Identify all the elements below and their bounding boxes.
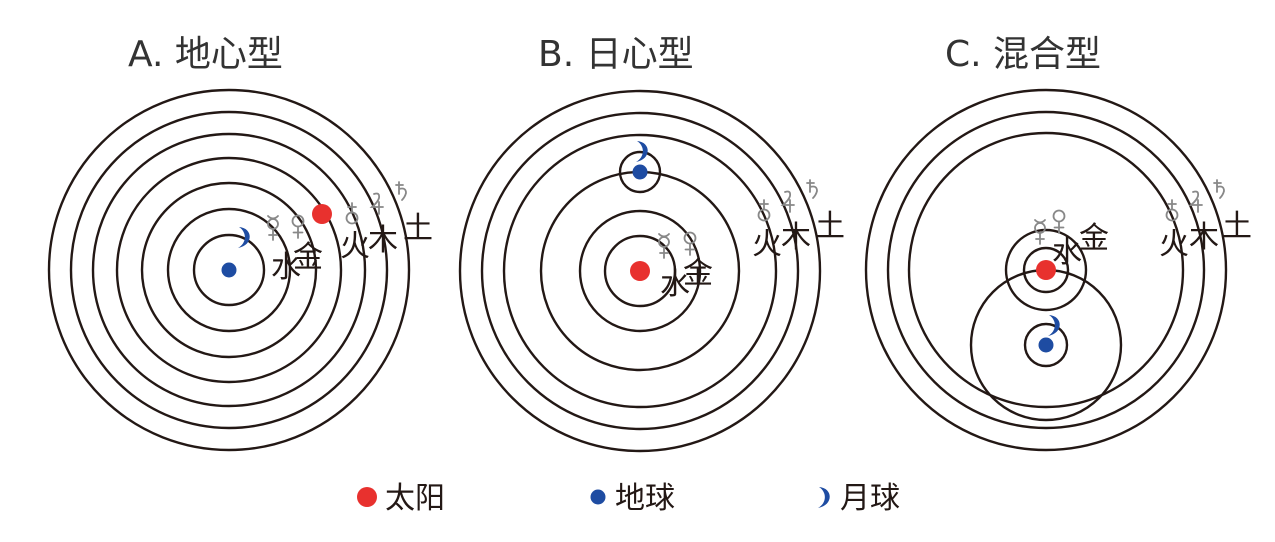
mercury-symbol-icon xyxy=(267,215,279,241)
sun-marker xyxy=(312,204,332,224)
sun-marker xyxy=(630,261,650,281)
panel-b-heliocentric: 水 金 火 木 土 xyxy=(458,89,845,453)
legend-sun-marker xyxy=(357,487,377,507)
saturn-symbol-icon xyxy=(1213,179,1225,199)
orbit-ring xyxy=(115,156,343,384)
panel-a-title: A. 地心型 xyxy=(128,34,283,75)
orbit-ring xyxy=(907,131,1185,409)
orbit-ring xyxy=(480,111,800,431)
sun-marker xyxy=(1036,260,1056,280)
panel-a-geocentric: 水 金 火 木 土 xyxy=(47,88,433,452)
saturn-label: 土 xyxy=(403,211,433,246)
earth-marker xyxy=(1038,337,1054,353)
saturn-label: 土 xyxy=(815,209,845,244)
mercury-label: 水 xyxy=(660,267,690,302)
mercury-label: 水 xyxy=(271,250,301,285)
legend: 太阳 地球 月球 xyxy=(357,481,900,516)
mercury-symbol-icon xyxy=(1034,219,1046,245)
mercury-label: 水 xyxy=(1052,235,1082,270)
venus-label: 金 xyxy=(293,240,323,275)
saturn-label: 土 xyxy=(1222,209,1252,244)
orbit-ring xyxy=(192,233,266,307)
orbit-ring xyxy=(603,234,677,308)
jupiter-symbol-icon xyxy=(780,190,795,213)
mars-symbol-icon xyxy=(345,202,359,225)
orbit-ring xyxy=(1022,246,1070,294)
legend-sun-label: 太阳 xyxy=(385,481,445,516)
orbit-ring xyxy=(1004,228,1088,312)
crescent-moon-icon xyxy=(636,141,648,162)
panel-c-hybrid: 水 金 火 木 土 xyxy=(864,88,1252,452)
saturn-symbol-icon xyxy=(806,179,818,199)
panel-a-orbits xyxy=(47,88,411,452)
mars-label: 火 xyxy=(1159,227,1189,262)
crescent-moon-icon xyxy=(238,227,250,248)
panel-b-title: B. 日心型 xyxy=(538,34,694,75)
orbit-ring xyxy=(91,132,367,408)
venus-symbol-icon xyxy=(1052,209,1066,234)
orbit-ring xyxy=(864,88,1228,452)
saturn-symbol-icon xyxy=(395,181,407,201)
venus-symbol-icon xyxy=(683,231,697,256)
jupiter-label: 木 xyxy=(781,220,811,255)
legend-moon-label: 月球 xyxy=(840,481,900,516)
venus-symbol-icon xyxy=(291,214,305,239)
jupiter-label: 木 xyxy=(1189,220,1219,255)
venus-label: 金 xyxy=(683,256,713,291)
legend-earth-label: 地球 xyxy=(615,481,675,516)
moon-orbit-ring xyxy=(618,150,662,194)
mars-label: 火 xyxy=(752,227,782,262)
orbit-ring xyxy=(166,207,292,333)
orbit-ring xyxy=(502,133,778,409)
crescent-moon-icon xyxy=(818,487,830,508)
earth-marker xyxy=(632,164,648,180)
legend-earth-marker xyxy=(590,489,606,505)
orbit-ring xyxy=(458,89,822,453)
orbit-ring xyxy=(578,209,702,333)
earth-marker xyxy=(221,262,237,278)
moon-orbit-ring xyxy=(1023,322,1069,368)
legend-item-earth: 地球 xyxy=(590,481,675,516)
orbit-ring xyxy=(140,181,318,359)
mars-symbol-icon xyxy=(1165,199,1179,222)
mars-symbol-icon xyxy=(757,199,771,222)
jupiter-symbol-icon xyxy=(1188,190,1203,213)
orbit-ring xyxy=(69,110,389,430)
orbit-ring xyxy=(886,110,1206,430)
jupiter-label: 木 xyxy=(368,223,398,258)
orbit-ring xyxy=(47,88,411,452)
panel-c-title: C. 混合型 xyxy=(945,34,1101,75)
jupiter-symbol-icon xyxy=(369,192,384,215)
mercury-symbol-icon xyxy=(658,233,670,259)
legend-item-moon: 月球 xyxy=(818,481,900,516)
venus-label: 金 xyxy=(1079,221,1109,256)
legend-item-sun: 太阳 xyxy=(357,481,445,516)
mars-label: 火 xyxy=(340,229,370,264)
crescent-moon-icon xyxy=(1048,315,1060,336)
